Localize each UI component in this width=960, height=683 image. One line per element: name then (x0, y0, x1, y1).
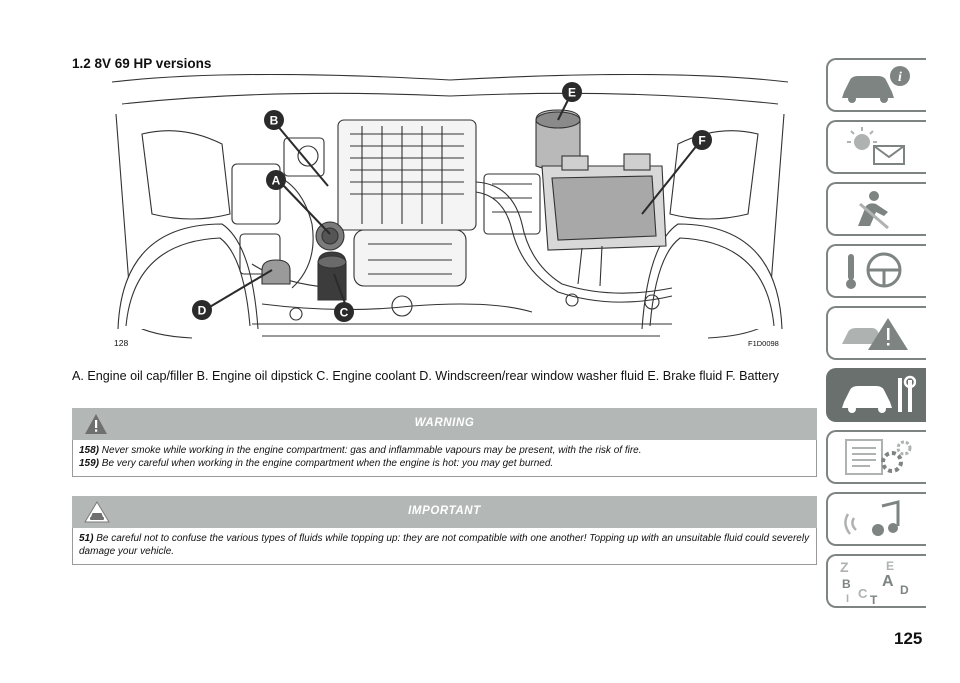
warning-title: WARNING (414, 417, 475, 429)
callout-c-label: C (340, 306, 349, 320)
important-item-text: Be careful not to confuse the various ty… (79, 533, 810, 557)
important-box: IMPORTANT 51) Be careful not to confuse … (72, 496, 817, 565)
callout-f-badge (692, 130, 712, 150)
index-letter: I (846, 593, 849, 604)
index-letter: B (842, 577, 851, 591)
warning-item-text: Be very careful when working in the engi… (101, 457, 554, 469)
tab-technical-data[interactable] (826, 430, 926, 484)
tab-maintenance[interactable] (826, 368, 926, 422)
callout-e-badge (562, 82, 582, 102)
warning-item: 158) Never smoke while working in the en… (79, 445, 810, 458)
warning-body: 158) Never smoke while working in the en… (72, 440, 817, 477)
tab-warning-lights[interactable] (826, 120, 926, 174)
tab-safety[interactable] (826, 182, 926, 236)
warning-item: 159) Be very careful when working in the… (79, 458, 810, 471)
important-item: 51) Be careful not to confuse the variou… (79, 533, 810, 558)
index-letter: T (870, 593, 878, 604)
callout-d-label: D (198, 304, 207, 318)
tab-car-info[interactable]: i (826, 58, 926, 112)
important-title: IMPORTANT (408, 505, 481, 517)
tab-index[interactable]: Z E A B C D I T (826, 554, 926, 608)
figure-caption: A. Engine oil cap/filler B. Engine oil d… (72, 369, 779, 383)
warning-triangle-icon (84, 413, 108, 440)
engine-illustration: A B C D E F (112, 74, 788, 339)
index-letter: Z (840, 559, 849, 575)
callout-f-label: F (698, 134, 705, 148)
figure-number: 128 (114, 338, 129, 348)
callout-b-badge (264, 110, 284, 130)
svg-text:i: i (898, 70, 902, 85)
important-header: IMPORTANT (72, 496, 817, 528)
index-letter: A (882, 573, 894, 590)
car-alert-icon (84, 501, 110, 528)
callout-c-badge (334, 302, 354, 322)
tab-emergency[interactable] (826, 306, 926, 360)
figure-code: F1D0098 (748, 339, 779, 348)
callout-e-label: E (568, 86, 576, 100)
engine-compartment-figure: A B C D E F (112, 74, 788, 352)
page-number: 125 (894, 629, 923, 648)
warning-item-text: Never smoke while working in the engine … (101, 445, 642, 456)
warning-header: WARNING (72, 408, 817, 440)
warning-box: WARNING 158) Never smoke while working i… (72, 408, 817, 477)
callout-a-label: A (272, 174, 281, 188)
important-body: 51) Be careful not to confuse the variou… (72, 528, 817, 565)
section-title: 1.2 8V 69 HP versions (72, 56, 212, 71)
index-letter: C (858, 586, 868, 601)
tab-multimedia[interactable] (826, 492, 926, 546)
callout-d-badge (192, 300, 212, 320)
tab-starting-driving[interactable] (826, 244, 926, 298)
important-item-ref: 51) (79, 533, 94, 544)
warning-item-ref: 158) (79, 445, 100, 456)
index-letter: E (886, 559, 894, 573)
index-letter: D (900, 583, 909, 597)
callout-a-badge (266, 170, 286, 190)
callout-b-label: B (270, 114, 279, 128)
warning-item-ref: 159) (79, 457, 100, 469)
